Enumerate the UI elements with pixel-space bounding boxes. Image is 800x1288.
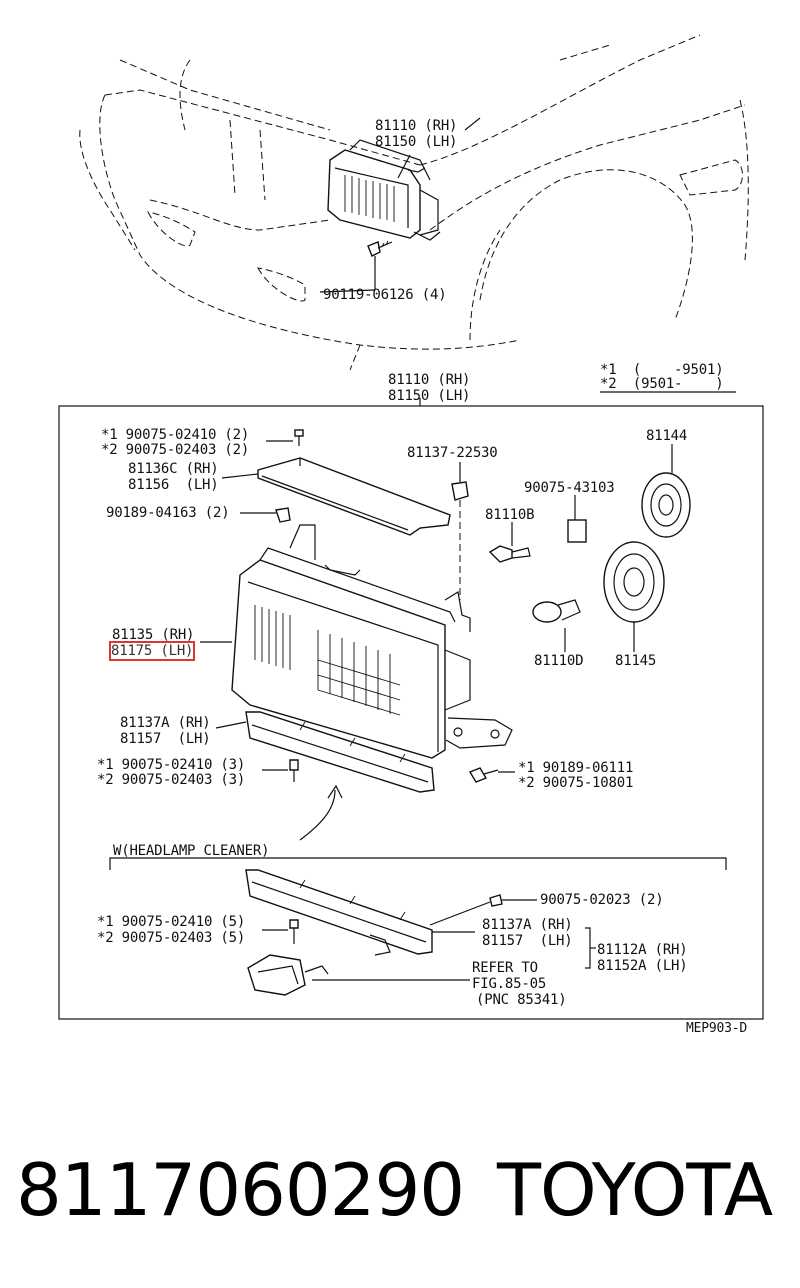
headlamp-unit-drawing — [200, 524, 513, 759]
bulb-81110d-icon — [532, 599, 581, 652]
label-cover-81145: 81145 — [615, 653, 657, 669]
label-cleaner-title: W(HEADLAMP CLEANER) — [113, 843, 270, 859]
date-note-1: *1 ( -9501) — [600, 362, 724, 378]
upper-bracket-drawing — [221, 457, 451, 536]
label-lower-bracket-rh: 81137A (RH) — [120, 715, 211, 731]
cleaner-screw-left-icon — [262, 919, 299, 944]
label-side-lh: 81152A (LH) — [597, 958, 688, 974]
clip-90189-icon — [240, 507, 291, 523]
exploded-view-frame — [58, 405, 764, 1020]
label-screw-top-1: *1 90075-02410 (2) — [101, 427, 250, 443]
label-nut-1: *1 90189-06111 — [518, 760, 634, 776]
label-bulb-81110d: 81110D — [534, 653, 584, 669]
label-side-rh: 81112A (RH) — [597, 942, 688, 958]
date-note-2: *2 (9501- ) — [600, 376, 724, 392]
cleaner-bracket-drawing — [245, 869, 475, 956]
cleaner-section-bracket — [109, 857, 727, 870]
label-assy-top-rh: 81110 (RH) — [375, 118, 458, 134]
label-bracket-rh: 81136C (RH) — [128, 461, 219, 477]
label-cleaner-bracket-rh: 81137A (RH) — [482, 917, 573, 933]
washer-nozzle-icon — [247, 954, 470, 996]
assembly-arrowhead — [327, 784, 343, 799]
label-bracket-lh: 81156 (LH) — [128, 477, 219, 493]
vehicle-outline — [79, 34, 749, 371]
label-socket: 90075-43103 — [524, 480, 615, 496]
label-lower-bracket-lh: 81157 (LH) — [120, 731, 211, 747]
socket-icon — [567, 495, 587, 543]
figure-code: MEP903-D — [686, 1021, 748, 1036]
label-retainer: 81137-22530 — [407, 445, 498, 461]
label-cleaner-bracket-lh: 81157 (LH) — [482, 933, 573, 949]
screw-mid-icon — [262, 759, 299, 782]
label-bulb-81110b: 81110B — [485, 507, 535, 523]
cover-81144-icon — [641, 444, 691, 538]
cover-81145-icon — [603, 541, 665, 652]
label-bolt-top: 90119-06126 (4) — [323, 287, 447, 303]
label-cleaner-screw-1: *1 90075-02410 (5) — [97, 914, 246, 930]
label-refer-1: REFER TO — [472, 960, 538, 976]
label-assy-top-lh: 81150 (LH) — [375, 134, 458, 150]
bulb-81110b-icon — [488, 522, 531, 563]
label-refer-2: FIG.85-05 — [472, 976, 547, 992]
label-screw-top-2: *2 90075-02403 (2) — [101, 442, 250, 458]
label-cleaner-screw: 90075-02023 (2) — [540, 892, 664, 908]
screw-top-icon — [266, 429, 304, 446]
installed-headlamp — [327, 139, 441, 241]
leader-81110-car-2 — [464, 117, 481, 131]
label-screw-mid-1: *1 90075-02410 (3) — [97, 757, 246, 773]
label-box-rh: 81110 (RH) — [388, 372, 471, 388]
part-number: 8117060290 — [16, 1148, 465, 1232]
retainer-icon — [451, 462, 469, 600]
label-box-lh: 81150 (LH) — [388, 388, 471, 404]
lower-bracket-drawing — [215, 711, 435, 793]
label-screw-mid-2: *2 90075-02403 (3) — [97, 772, 246, 788]
nut-icon — [468, 767, 515, 783]
label-unit-lh-highlighted: 81175 (LH) — [108, 641, 196, 661]
brand-name: TOYOTA — [497, 1148, 773, 1232]
label-nut-2: *2 90075-10801 — [518, 775, 634, 791]
cleaner-screw-icon — [429, 894, 537, 926]
label-clip-90189: 90189-04163 (2) — [106, 505, 230, 521]
label-cleaner-screw-2: *2 90075-02403 (5) — [97, 930, 246, 946]
side-bracket-brace — [585, 927, 591, 969]
assembly-arrow — [299, 789, 336, 841]
label-cover-81144: 81144 — [646, 428, 688, 444]
bolt-90119-icon — [319, 240, 393, 293]
label-unit-rh: 81135 (RH) — [112, 627, 195, 643]
leader-81110-car — [397, 154, 411, 179]
label-refer-3: (PNC 85341) — [476, 992, 567, 1008]
